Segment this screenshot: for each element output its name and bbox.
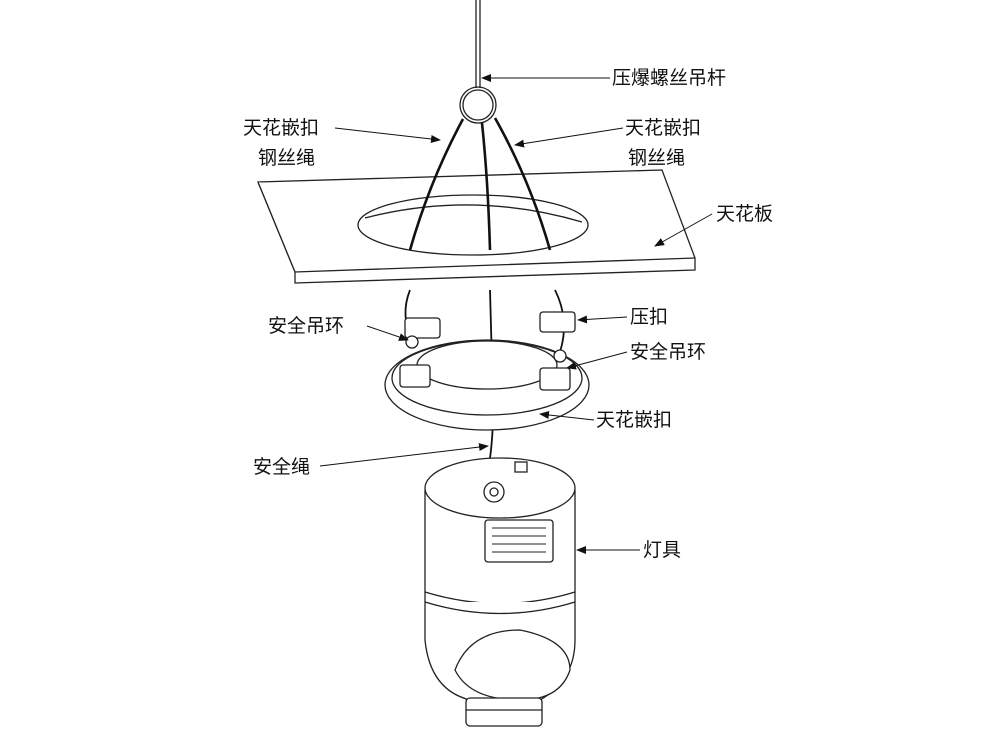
steel-wires bbox=[404, 117, 565, 486]
label-threaded-rod: 压爆螺丝吊杆 bbox=[612, 67, 727, 89]
ceiling-mount-ring bbox=[384, 311, 590, 431]
label-right-wire-line2: 钢丝绳 bbox=[628, 147, 686, 169]
ceiling-panel bbox=[257, 169, 696, 284]
label-right-wire-line1: 天花嵌扣 bbox=[625, 117, 702, 139]
label-left-wire-line1: 天花嵌扣 bbox=[243, 117, 320, 139]
label-ceiling: 天花板 bbox=[716, 203, 774, 225]
label-fixture: 灯具 bbox=[643, 539, 682, 561]
label-clamp: 压扣 bbox=[630, 306, 669, 328]
light-fixture bbox=[424, 457, 576, 727]
threaded-rod bbox=[459, 0, 497, 124]
label-safety-ring-right: 安全吊环 bbox=[630, 341, 707, 363]
label-ceiling-mount: 天花嵌扣 bbox=[596, 409, 673, 431]
label-safety-ring-left: 安全吊环 bbox=[268, 315, 345, 337]
label-left-wire-line2: 钢丝绳 bbox=[258, 147, 316, 169]
leader-lines bbox=[319, 74, 713, 554]
label-safety-rope: 安全绳 bbox=[253, 456, 311, 478]
